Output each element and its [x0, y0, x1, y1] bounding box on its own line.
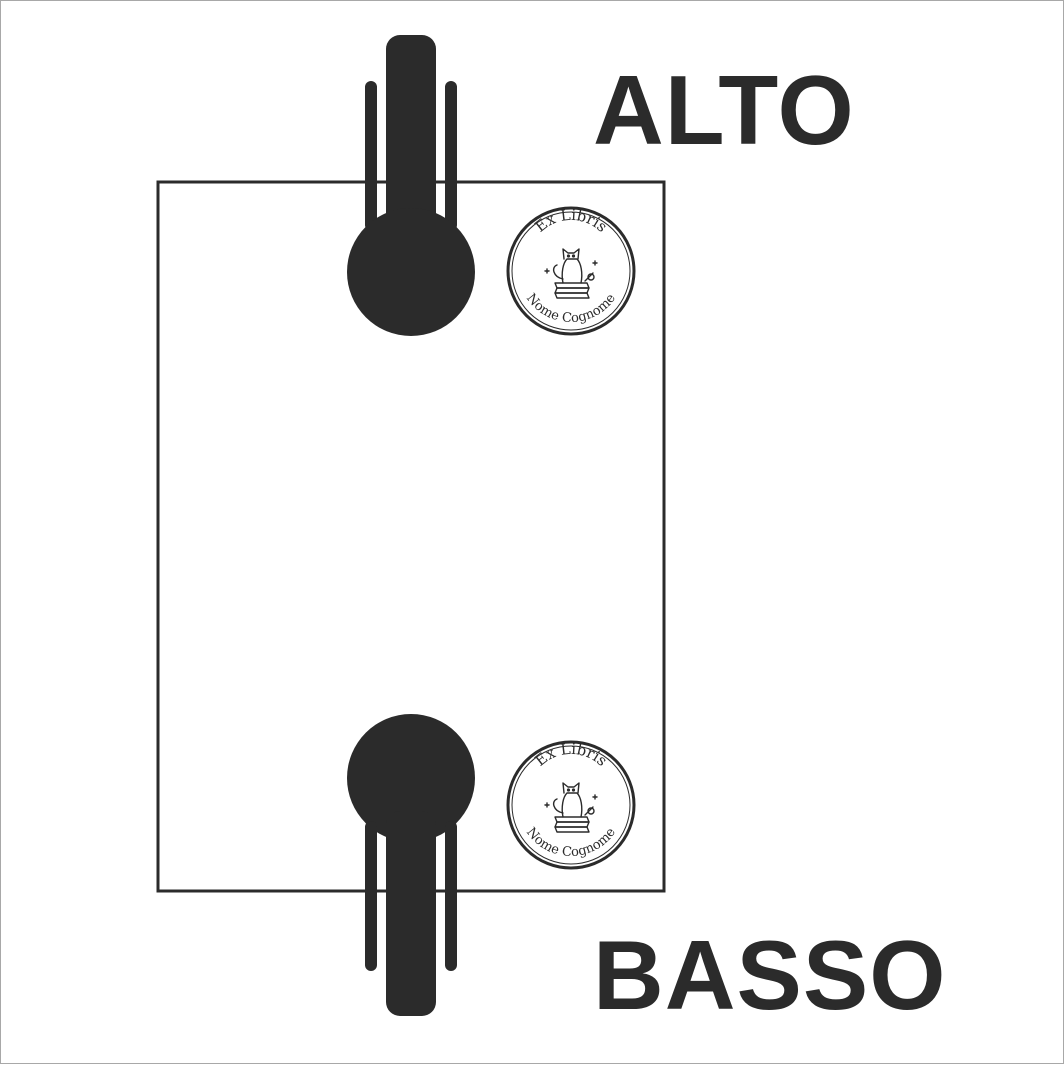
top-orientation-label: ALTO — [593, 55, 855, 165]
cat-on-books-icon — [544, 782, 598, 833]
top-handle-bar — [386, 35, 436, 240]
top-handle-right-rail — [445, 81, 457, 231]
bottom-orientation-label: BASSO — [593, 920, 947, 1030]
cat-on-books-icon — [544, 248, 598, 299]
top-stamp-knob — [347, 208, 475, 336]
bottom-stamp-outer-ring — [506, 740, 636, 870]
top-handle-left-rail — [365, 81, 377, 231]
bottom-stamp-knob — [347, 714, 475, 842]
top-stamp-handle — [347, 35, 475, 336]
bottom-handle-right-rail — [445, 821, 457, 971]
top-stamp-inner-ring — [511, 211, 631, 331]
bottom-stamp-impression: Ex Libris Nome Cognome — [506, 740, 636, 870]
bottom-stamp-handle — [347, 714, 475, 1016]
top-stamp-impression: Ex Libris Nome Cognome — [506, 206, 636, 336]
top-stamp-outer-ring — [506, 206, 636, 336]
bottom-stamp-inner-ring — [511, 745, 631, 865]
bottom-handle-bar — [386, 811, 436, 1016]
bottom-handle-left-rail — [365, 821, 377, 971]
